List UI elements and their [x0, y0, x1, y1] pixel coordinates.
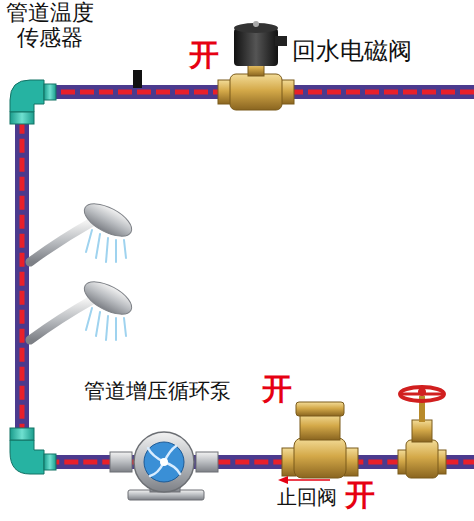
- pipe-fitting: [10, 80, 56, 474]
- valve-label: 止回阀: [277, 486, 337, 509]
- check-valve: [282, 402, 358, 478]
- shower-head: [30, 275, 137, 340]
- pipe: [22, 92, 474, 462]
- sensor-label: 管道温度 传感器: [0, 0, 100, 51]
- solenoid-valve: [218, 21, 294, 110]
- state-label: 开: [345, 478, 375, 513]
- gate-valve: [398, 387, 446, 478]
- shower-head: [30, 197, 137, 262]
- circulation-pump: [110, 432, 218, 500]
- state-label: 开: [262, 372, 292, 407]
- valve-label: 回水电磁阀: [292, 38, 412, 66]
- state-label: 开: [189, 38, 219, 73]
- pump-label: 管道增压循环泵: [84, 379, 231, 403]
- flow-arrow: [278, 476, 330, 484]
- temperature-sensor: [133, 70, 142, 88]
